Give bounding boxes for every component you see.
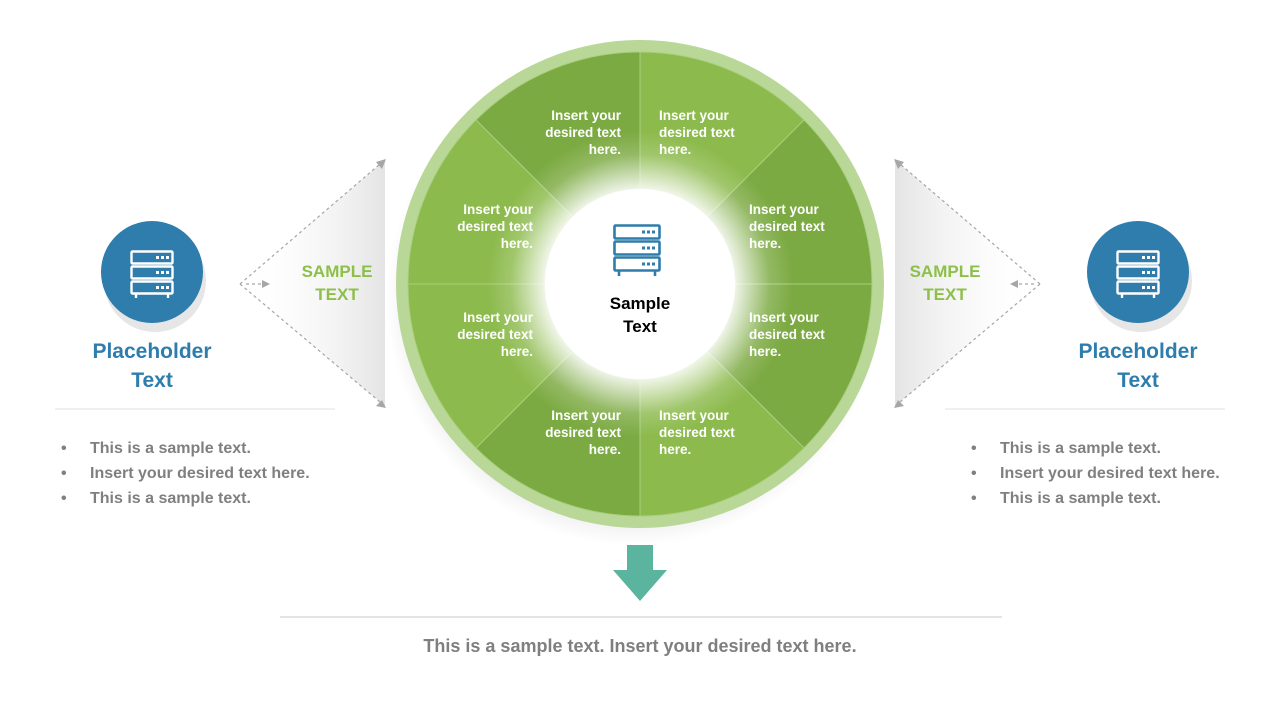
left-title-line2: Text bbox=[131, 369, 173, 392]
segment-label-line: Insert your bbox=[749, 310, 819, 325]
segment-label-line: desired text bbox=[749, 219, 825, 234]
right-placeholder-title: Placeholder Text bbox=[1038, 337, 1238, 395]
right-side-label: SAMPLE TEXT bbox=[885, 260, 1005, 306]
segment-label-line: here. bbox=[749, 344, 782, 359]
right-arrowheads bbox=[894, 159, 1018, 408]
segment-label-line: here. bbox=[749, 236, 782, 251]
segment-label: Insert your desired text here. bbox=[432, 309, 533, 360]
right-connectors bbox=[899, 163, 1041, 403]
right-title-line1: Placeholder bbox=[1078, 340, 1198, 363]
segment-label-line: Insert your bbox=[551, 408, 621, 423]
right-side-label-line1: SAMPLE bbox=[909, 262, 981, 281]
segment-label-line: Insert your bbox=[551, 108, 621, 123]
segment-label-line: desired text bbox=[545, 125, 621, 140]
right-bullet-item: This is a sample text. bbox=[971, 436, 1220, 461]
segment-label-line: desired text bbox=[457, 219, 533, 234]
segment-label: Insert your desired text here. bbox=[659, 107, 760, 158]
left-side-label-line1: SAMPLE bbox=[301, 262, 373, 281]
center-circle bbox=[545, 189, 735, 379]
left-badge bbox=[101, 221, 203, 323]
left-bullet-item: Insert your desired text here. bbox=[61, 461, 310, 486]
right-side-label-line2: TEXT bbox=[923, 285, 967, 304]
left-bullet-item: This is a sample text. bbox=[61, 486, 310, 511]
segment-label: Insert your desired text here. bbox=[659, 407, 760, 458]
segment-label-line: desired text bbox=[749, 327, 825, 342]
segment-label-line: Insert your bbox=[463, 310, 533, 325]
segment-label-line: Insert your bbox=[463, 202, 533, 217]
segment-label-line: here. bbox=[588, 442, 621, 457]
segment-label-line: here. bbox=[500, 344, 533, 359]
segment-label-line: desired text bbox=[659, 125, 735, 140]
left-placeholder-title: Placeholder Text bbox=[52, 337, 252, 395]
segment-label-line: desired text bbox=[457, 327, 533, 342]
segment-label: Insert your desired text here. bbox=[749, 309, 850, 360]
segment-label-line: desired text bbox=[545, 425, 621, 440]
segment-label: Insert your desired text here. bbox=[432, 201, 533, 252]
right-bullet-item: This is a sample text. bbox=[971, 486, 1220, 511]
right-title-line2: Text bbox=[1117, 369, 1159, 392]
segment-label-line: Insert your bbox=[749, 202, 819, 217]
left-title-line1: Placeholder bbox=[92, 340, 212, 363]
left-side-label-line2: TEXT bbox=[315, 285, 359, 304]
right-badge bbox=[1087, 221, 1189, 323]
segment-label: Insert your desired text here. bbox=[520, 107, 621, 158]
segment-label-line: Insert your bbox=[659, 108, 729, 123]
arrow-down-icon bbox=[613, 545, 667, 601]
left-fan bbox=[240, 160, 385, 406]
segment-label-line: here. bbox=[588, 142, 621, 157]
segment-label: Insert your desired text here. bbox=[749, 201, 850, 252]
center-label-line2: Text bbox=[623, 317, 657, 336]
left-bullet-item: This is a sample text. bbox=[61, 436, 310, 461]
footer-text: This is a sample text. Insert your desir… bbox=[423, 636, 857, 656]
segment-label-line: Insert your bbox=[659, 408, 729, 423]
center-label: Sample Text bbox=[580, 292, 700, 338]
left-server-icon bbox=[130, 250, 174, 298]
left-bullet-list: This is a sample text. Insert your desir… bbox=[61, 436, 310, 511]
left-side-label: SAMPLE TEXT bbox=[277, 260, 397, 306]
segment-label: Insert your desired text here. bbox=[520, 407, 621, 458]
center-server-icon bbox=[613, 224, 661, 276]
segment-label-line: desired text bbox=[659, 425, 735, 440]
right-bullet-item: Insert your desired text here. bbox=[971, 461, 1220, 486]
segment-label-line: here. bbox=[659, 142, 692, 157]
segment-label-line: here. bbox=[659, 442, 692, 457]
center-label-line1: Sample bbox=[609, 294, 671, 313]
right-server-icon bbox=[1116, 250, 1160, 298]
right-bullet-list: This is a sample text. Insert your desir… bbox=[971, 436, 1220, 511]
segment-label-line: here. bbox=[500, 236, 533, 251]
left-connectors bbox=[239, 163, 381, 403]
left-arrowheads bbox=[262, 159, 386, 408]
right-fan bbox=[895, 160, 1040, 406]
